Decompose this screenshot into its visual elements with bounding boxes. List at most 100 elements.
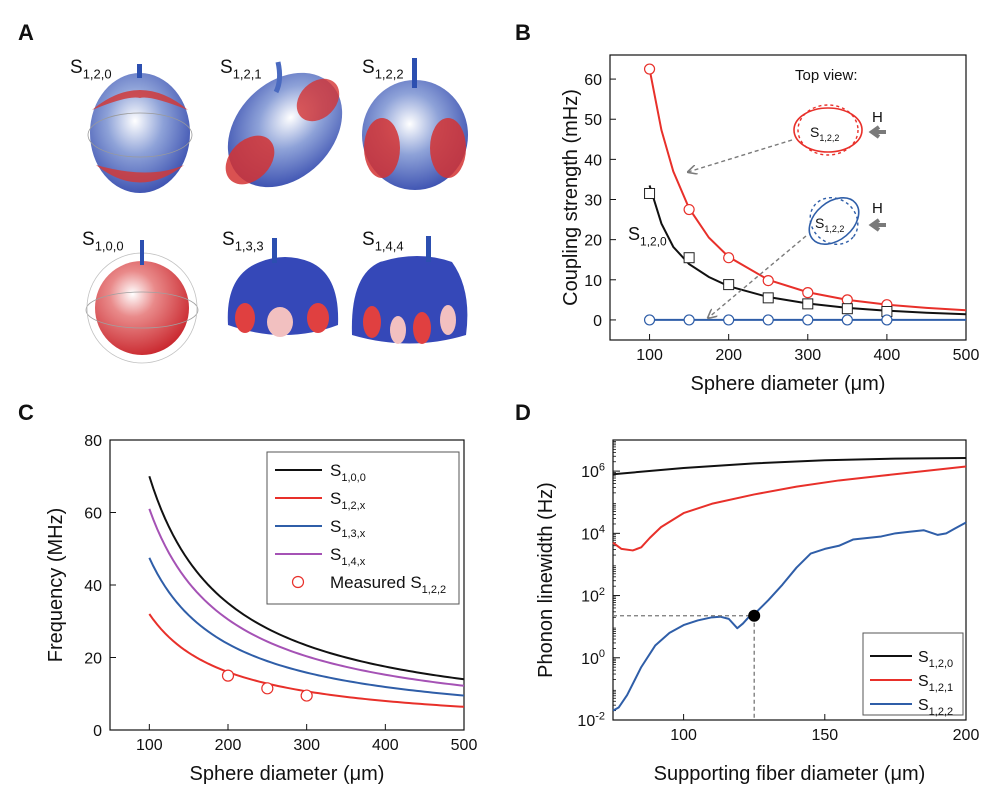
x-tick-label-c: 100: [136, 737, 163, 754]
panel-letter-d: D: [515, 400, 531, 425]
legend-c-label-12x: S1,2,x: [330, 489, 366, 512]
point-blue: [723, 314, 735, 326]
legend-c-label-13x: S1,3,x: [330, 517, 366, 540]
panel-letter-a: A: [18, 20, 34, 45]
panel-letter-b: B: [515, 20, 531, 45]
point-blue: [643, 314, 656, 326]
inset-blue-mode-label: S1,2,2: [815, 215, 844, 234]
panel-a-mode-shapes: S1,2,0 S1,2,1 S1,2,2S1,0,0 S1,3,3 S1,4,4: [70, 57, 468, 364]
y-tick-label-b: 10: [584, 273, 602, 290]
inset-blue-pointer: [708, 235, 807, 318]
panel-letter-c: C: [18, 400, 34, 425]
point-blue: [762, 314, 774, 326]
mode-label-133: S1,3,3: [222, 229, 264, 254]
mode-shape-s120: [87, 64, 193, 193]
point-black: [683, 252, 695, 264]
legend-c-label-100: S1,0,0: [330, 461, 366, 484]
point-red: [802, 287, 814, 299]
curve-13x: [148, 557, 465, 697]
fit-line-red: [648, 68, 967, 312]
y-axis-label-b: Coupling strength (mHz): [560, 89, 582, 306]
mode-label-121: S1,2,1: [220, 57, 262, 82]
point-red: [643, 63, 656, 75]
mode-shape-labels: S1,2,0 S1,2,1 S1,2,2S1,0,0 S1,3,3 S1,4,4: [70, 57, 404, 254]
legend-d-label-122: S1,2,2: [918, 697, 953, 718]
x-tick-label-c: 500: [451, 737, 478, 754]
curve-120: [612, 457, 967, 476]
point-red: [762, 274, 774, 287]
point-black: [723, 279, 735, 291]
x-tick-label-d: 100: [670, 727, 697, 744]
y-tick-label-b: 30: [584, 193, 602, 210]
point-blue: [683, 314, 695, 326]
legend-c-measured-label: Measured S1,2,2: [330, 573, 446, 596]
curve-121: [612, 465, 967, 552]
legend-c-label-14x: S1,4,x: [330, 545, 366, 568]
y-tick-label-c: 20: [84, 651, 102, 668]
y-tick-label-d: 102: [581, 586, 605, 606]
x-tick-label-c: 300: [293, 737, 320, 754]
point-black: [644, 187, 656, 199]
point-black: [762, 292, 774, 304]
point-red: [683, 203, 695, 216]
mode-shape-s144: [351, 236, 468, 344]
inset-blue-field-label: H: [872, 200, 883, 217]
inset-blue-dashed: [809, 197, 859, 245]
y-tick-label-c: 60: [84, 506, 102, 523]
x-tick-label-b: 500: [953, 347, 980, 364]
y-tick-label-d: 106: [581, 461, 605, 481]
panel-d-frame: [612, 439, 967, 721]
fit-line-black: [648, 185, 967, 316]
inset-red-mode-label: S1,2,2: [810, 124, 839, 143]
panel-letters: A B C D: [18, 20, 531, 425]
y-tick-label-b: 60: [584, 72, 602, 89]
x-axis-label-d: Supporting fiber diameter (μm): [654, 763, 926, 785]
inset-red-pointer: [688, 139, 793, 172]
mode-label-120: S1,2,0: [70, 57, 112, 82]
point-blue: [841, 314, 853, 326]
point-red: [723, 252, 735, 264]
mode-shape-s133: [227, 238, 339, 337]
x-tick-label-b: 200: [715, 347, 742, 364]
point-blue: [802, 314, 814, 326]
x-tick-label-b: 100: [636, 347, 663, 364]
legend-d: S1,2,0S1,2,1S1,2,2: [862, 632, 964, 718]
y-tick-label-d: 10-2: [577, 710, 605, 730]
legend-d-label-121: S1,2,1: [918, 673, 953, 694]
mode-shape-s122: [362, 58, 468, 190]
mode-label-122: S1,2,2: [362, 57, 404, 82]
x-tick-label-b: 400: [874, 347, 901, 364]
inset-red-dashed: [797, 104, 859, 156]
top-view-label: Top view:: [795, 67, 858, 84]
mode-shape-s121: [225, 61, 343, 188]
highlight-point: [748, 609, 761, 622]
inset-red-ellipse: [793, 107, 863, 153]
x-tick-label-c: 400: [372, 737, 399, 754]
measured-point: [300, 689, 313, 702]
x-axis-label-b: Sphere diameter (μm): [691, 373, 886, 395]
inset-blue-field-arrow: [868, 218, 886, 232]
mode-label-100: S1,0,0: [82, 229, 124, 254]
x-axis-label-c: Sphere diameter (μm): [190, 763, 385, 785]
y-tick-label-b: 20: [584, 233, 602, 250]
legend-d-box: [862, 632, 964, 716]
curve-14x: [148, 508, 465, 687]
y-tick-label-b: 0: [593, 313, 602, 330]
inset-blue-ellipse: [808, 197, 860, 245]
mode-label-144: S1,4,4: [362, 229, 404, 254]
inset-red-field-label: H: [872, 109, 883, 126]
x-tick-label-b: 300: [794, 347, 821, 364]
y-tick-label-c: 40: [84, 578, 102, 595]
y-tick-label-b: 50: [584, 112, 602, 129]
y-axis-label-d: Phonon linewidth (Hz): [535, 482, 557, 678]
inset-red-field-arrow: [868, 125, 886, 139]
measured-point: [221, 669, 235, 682]
curve-label-s120: S1,2,0: [628, 224, 667, 248]
x-tick-label-d: 200: [953, 727, 980, 744]
x-tick-label-d: 150: [811, 727, 838, 744]
legend-c-measured-marker: [291, 575, 305, 589]
